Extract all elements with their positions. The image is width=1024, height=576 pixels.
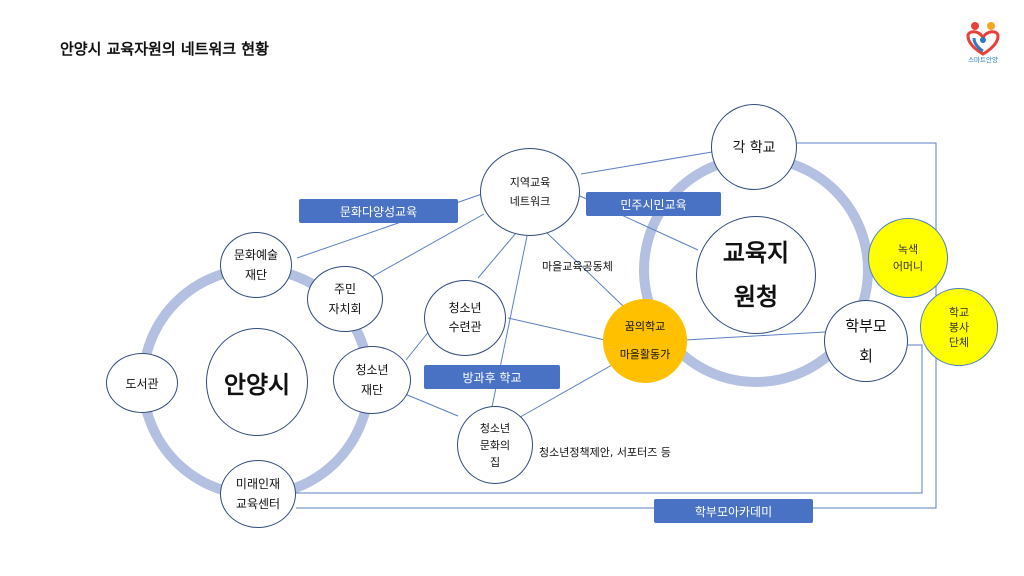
link-training-dream	[507, 317, 606, 341]
link-resident-network	[369, 213, 485, 279]
link-youthfound-training	[405, 329, 431, 361]
link-culturehouse-dream	[514, 364, 613, 421]
label-youth-policy: 청소년정책제안, 서포터즈 등	[539, 446, 671, 459]
link-network-dream	[545, 231, 624, 307]
tag-after-school: 방과후 학교	[424, 365, 560, 389]
link-training-network	[477, 232, 517, 279]
logo-text: 스마트안양	[968, 56, 998, 64]
node-local-network: 지역교육 네트워크	[480, 148, 580, 236]
smart-anyang-logo-icon	[966, 22, 1000, 56]
node-youth-training: 청소년 수련관	[424, 280, 506, 356]
node-education-office: 교육지 원청	[696, 216, 816, 334]
node-library: 도서관	[106, 353, 178, 413]
node-school-volunteer: 학교 봉사 단체	[920, 288, 998, 366]
node-each-school: 각 학교	[711, 104, 797, 190]
node-future-center: 미래인재 교육센터	[220, 460, 296, 528]
tag-democratic-citizen: 민주시민교육	[586, 192, 721, 216]
node-green-mothers: 녹색 어머니	[868, 218, 948, 298]
label-village-community: 마을교육공동체	[542, 260, 613, 273]
node-resident-council: 주민 자치회	[307, 266, 383, 332]
link-youthfound-culturehouse	[404, 393, 459, 417]
tag-culture-diversity: 문화다양성교육	[299, 199, 458, 223]
link-dream-parents	[684, 331, 826, 341]
link-parents-academy	[296, 344, 923, 494]
node-city: 안양시	[206, 328, 308, 436]
node-youth-foundation: 청소년 재단	[333, 346, 411, 414]
page-title: 안양시 교육자원의 네트워크 현황	[60, 40, 269, 58]
node-dream-school: 꿈의학교 마을활동가	[603, 299, 687, 383]
node-youth-culture-house: 청소년 문화의 집	[457, 406, 533, 484]
link-network-school	[580, 151, 713, 175]
tag-parent-academy: 학부모아카데미	[654, 499, 813, 523]
node-culture-foundation: 문화예술 재단	[220, 232, 292, 298]
node-parents-assoc: 학부모 회	[824, 300, 908, 382]
